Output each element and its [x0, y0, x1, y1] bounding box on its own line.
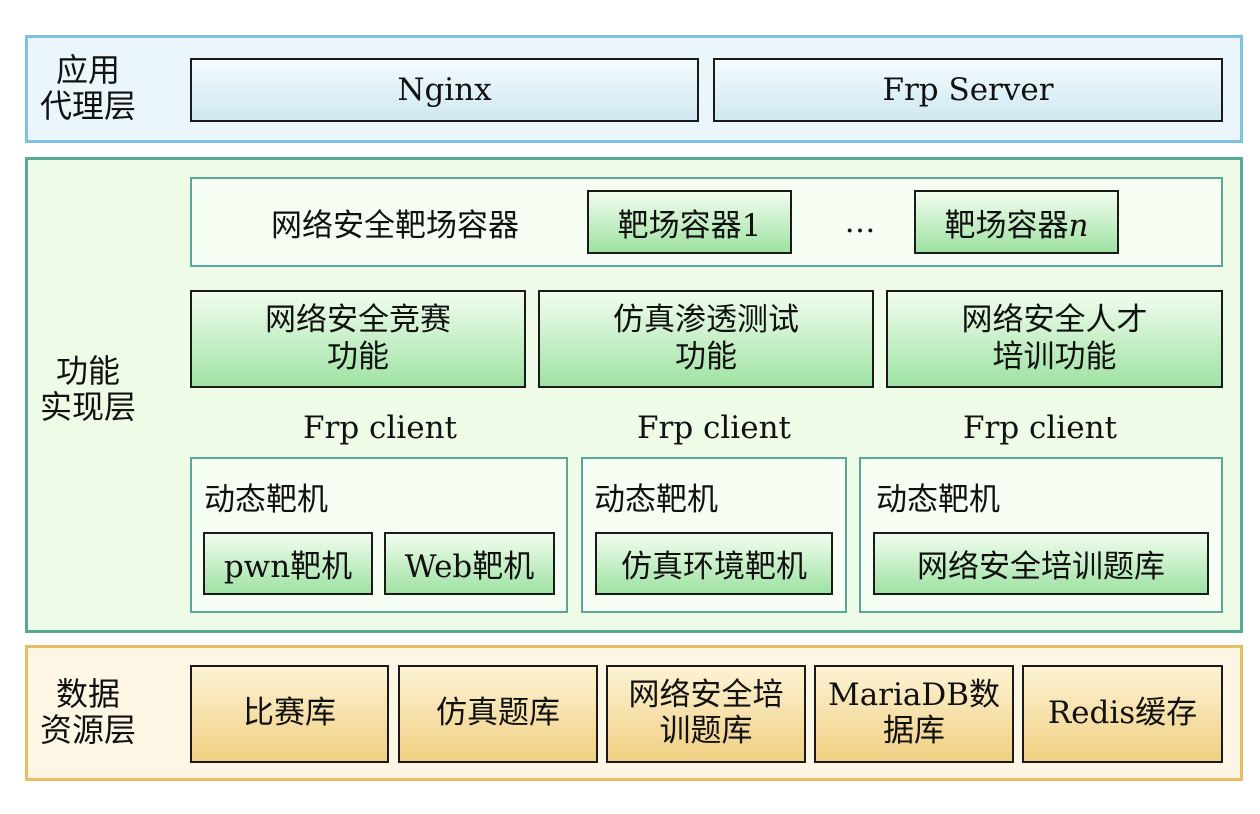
- store-line1: 比赛库: [243, 695, 336, 732]
- container-1-label: 靶场容器1: [617, 207, 762, 244]
- dynamic-group-1-title: 动态靶机: [204, 482, 328, 518]
- store-mariadb: MariaDB数 据库: [814, 665, 1014, 763]
- store-redis: Redis缓存: [1022, 665, 1223, 763]
- data-layer-label-line1: 数据: [55, 675, 120, 714]
- function-layer-label-line1: 功能: [55, 352, 120, 391]
- function-box-line1: 仿真渗透测试: [613, 301, 799, 338]
- frp-client-label-1: Frp client: [303, 410, 457, 446]
- store-line1: Redis缓存: [1047, 695, 1198, 732]
- dynamic-group-3-title: 动态靶机: [876, 482, 1000, 518]
- training-bank-label: 网络安全培训题库: [917, 549, 1165, 585]
- function-box-line2: 功能: [675, 339, 737, 375]
- training-bank-box: 网络安全培训题库: [873, 532, 1209, 595]
- function-box-competition: 网络安全竞赛 功能: [190, 290, 526, 388]
- pwn-target-label: pwn靶机: [223, 549, 353, 585]
- frp-server-label: Frp Server: [882, 72, 1054, 108]
- store-line2: 训题库: [659, 713, 753, 749]
- nginx-label: Nginx: [397, 72, 492, 108]
- container-n-suffix: n: [1068, 207, 1089, 244]
- data-layer-label: 数据 资源层: [27, 660, 149, 766]
- frp-client-label-2: Frp client: [637, 410, 791, 446]
- proxy-layer-label: 应用 代理层: [27, 38, 149, 140]
- proxy-layer-label-line1: 应用: [55, 51, 120, 90]
- container-1-box: 靶场容器1: [587, 190, 792, 254]
- function-box-training: 网络安全人才 培训功能: [886, 290, 1223, 388]
- store-competition-db: 比赛库: [190, 665, 389, 763]
- frp-client-label-3: Frp client: [963, 410, 1117, 446]
- frp-server-box: Frp Server: [713, 58, 1223, 122]
- function-layer-label: 功能 实现层: [27, 340, 149, 440]
- data-layer-label-line2: 资源层: [39, 711, 136, 749]
- store-training-question-db: 网络安全培 训题库: [606, 665, 806, 763]
- function-layer-label-line2: 实现层: [39, 388, 136, 426]
- function-box-pentest: 仿真渗透测试 功能: [538, 290, 874, 388]
- pwn-target-box: pwn靶机: [203, 532, 373, 595]
- function-box-line2: 培训功能: [992, 339, 1117, 375]
- function-box-line1: 网络安全人才: [961, 301, 1148, 338]
- web-target-label: Web靶机: [404, 549, 535, 585]
- container-ellipsis: …: [844, 204, 876, 240]
- function-box-line1: 网络安全竞赛: [265, 301, 451, 338]
- container-row-title: 网络安全靶场容器: [271, 207, 519, 244]
- store-line1: 仿真题库: [436, 695, 560, 732]
- store-sim-question-db: 仿真题库: [398, 665, 598, 763]
- sim-env-target-box: 仿真环境靶机: [595, 532, 833, 595]
- container-n-box: 靶场容器n: [914, 190, 1119, 254]
- function-box-line2: 功能: [327, 339, 389, 375]
- proxy-layer-label-line2: 代理层: [39, 87, 136, 125]
- dynamic-group-2-title: 动态靶机: [594, 482, 718, 518]
- store-line1: 网络安全培: [628, 677, 784, 714]
- nginx-box: Nginx: [190, 58, 699, 122]
- store-line1: MariaDB数: [827, 677, 1001, 714]
- container-n-prefix: 靶场容器: [944, 207, 1069, 244]
- sim-env-target-label: 仿真环境靶机: [621, 549, 807, 585]
- store-line2: 据库: [882, 713, 945, 749]
- web-target-box: Web靶机: [384, 532, 555, 595]
